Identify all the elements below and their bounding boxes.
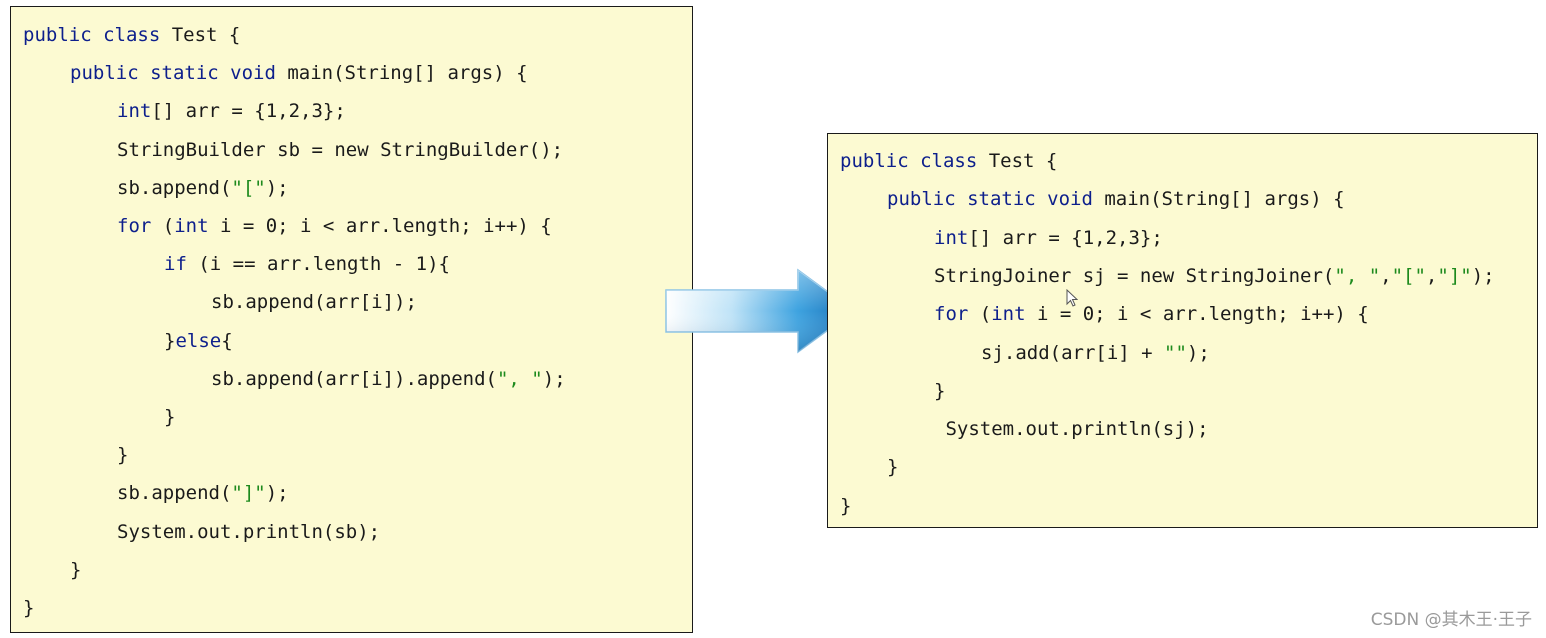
code-text: System.out.println(sj); — [934, 418, 1209, 441]
code-line: } — [117, 443, 128, 467]
code-text: (i == arr.length - 1){ — [186, 253, 450, 276]
code-keyword: else — [175, 329, 222, 352]
code-string: ", " — [496, 367, 543, 390]
code-text: ); — [1186, 341, 1210, 364]
code-line: public static void main(String[] args) { — [70, 61, 528, 85]
code-text: Test { — [977, 150, 1058, 172]
code-keyword: int — [117, 100, 152, 123]
code-line: } — [840, 494, 851, 518]
code-line: if (i == arr.length - 1){ — [164, 252, 450, 276]
code-line: System.out.println(sj); — [934, 417, 1209, 441]
code-text: sb.append(arr[i]).append( — [211, 367, 497, 390]
code-text: ); — [265, 482, 289, 505]
code-text: } — [23, 597, 35, 619]
code-text: sb.append( — [117, 176, 232, 199]
code-keyword: int — [991, 303, 1026, 326]
code-line: public static void main(String[] args) { — [887, 187, 1345, 211]
code-text: StringBuilder sb = new StringBuilder(); — [117, 138, 564, 161]
code-text: } — [934, 379, 946, 402]
code-keyword: public static void — [887, 188, 1093, 211]
code-text: [] arr = {1,2,3}; — [151, 100, 346, 123]
code-line: for (int i = 0; i < arr.length; i++) { — [117, 214, 552, 238]
code-text: } — [164, 329, 176, 352]
code-text: sb.append( — [117, 482, 232, 505]
code-line: public class Test { — [840, 149, 1057, 173]
mouse-pointer-icon — [1066, 289, 1078, 307]
code-string: "]" — [231, 482, 266, 505]
code-string: "]" — [1437, 264, 1472, 287]
right-code-panel: public class Test { public static void ma… — [827, 133, 1538, 528]
code-text: i = 0; i < arr.length; i++) { — [208, 215, 552, 237]
code-line: for (int i = 0; i < arr.length; i++) { — [934, 302, 1369, 326]
code-line: int[] arr = {1,2,3}; — [934, 226, 1163, 250]
code-string: "[" — [1391, 264, 1426, 287]
code-text: } — [117, 444, 129, 467]
code-text: i = 0; i < arr.length; i++) { — [1025, 303, 1369, 326]
watermark-text: CSDN @其木王·王子 — [1370, 610, 1532, 630]
code-line: } — [23, 596, 34, 620]
code-keyword: for — [934, 303, 969, 326]
code-text: main(String[] args) { — [1092, 188, 1345, 211]
code-line: } — [887, 455, 898, 479]
code-text: , — [1425, 264, 1438, 287]
code-line: } — [70, 558, 81, 582]
code-text: , — [1380, 264, 1392, 287]
code-text: sj.add(arr[i] + — [981, 341, 1165, 364]
code-line: System.out.println(sb); — [117, 520, 380, 544]
code-text: sb.append(arr[i]); — [211, 291, 417, 314]
code-text: } — [887, 456, 899, 479]
code-line: StringJoiner sj = new StringJoiner(", ",… — [934, 264, 1495, 288]
code-text: { — [221, 329, 233, 352]
code-keyword: if — [164, 253, 187, 276]
code-text: StringJoiner sj = new StringJoiner( — [934, 264, 1335, 287]
code-text: [] arr = {1,2,3}; — [968, 226, 1163, 249]
code-line: public class Test { — [23, 23, 240, 47]
code-line: sb.append("]"); — [117, 481, 289, 505]
code-keyword: public class — [840, 150, 978, 172]
code-keyword: for — [117, 215, 152, 237]
code-keyword: public static void — [70, 62, 276, 85]
code-line: } — [164, 405, 175, 429]
code-string: ", " — [1334, 264, 1381, 287]
code-text: Test { — [160, 24, 241, 46]
code-line: int[] arr = {1,2,3}; — [117, 99, 346, 123]
code-text: } — [70, 558, 82, 581]
code-line: }else{ — [164, 329, 233, 353]
code-text: ( — [151, 215, 175, 237]
code-text: main(String[] args) { — [275, 62, 528, 85]
code-line: } — [934, 379, 945, 403]
right-arrow-icon — [665, 268, 856, 354]
code-text: ( — [968, 303, 992, 326]
code-line: sb.append(arr[i]); — [211, 290, 417, 314]
code-line: sj.add(arr[i] + ""); — [981, 341, 1210, 365]
code-text: System.out.println(sb); — [117, 520, 381, 543]
code-line: sb.append("["); — [117, 176, 289, 200]
left-code-panel: public class Test { public static void ma… — [10, 6, 693, 633]
code-keyword: int — [934, 226, 969, 249]
code-line: StringBuilder sb = new StringBuilder(); — [117, 138, 563, 162]
code-keyword: public class — [23, 24, 161, 46]
code-string: "[" — [231, 176, 266, 199]
code-line: sb.append(arr[i]).append(", "); — [211, 367, 566, 391]
code-text: } — [164, 406, 176, 428]
code-string: "" — [1164, 341, 1187, 364]
code-text: ); — [1471, 264, 1495, 287]
code-text: ); — [542, 367, 566, 390]
code-keyword: int — [174, 215, 209, 237]
code-text: } — [840, 494, 852, 517]
code-text: ); — [265, 176, 289, 199]
